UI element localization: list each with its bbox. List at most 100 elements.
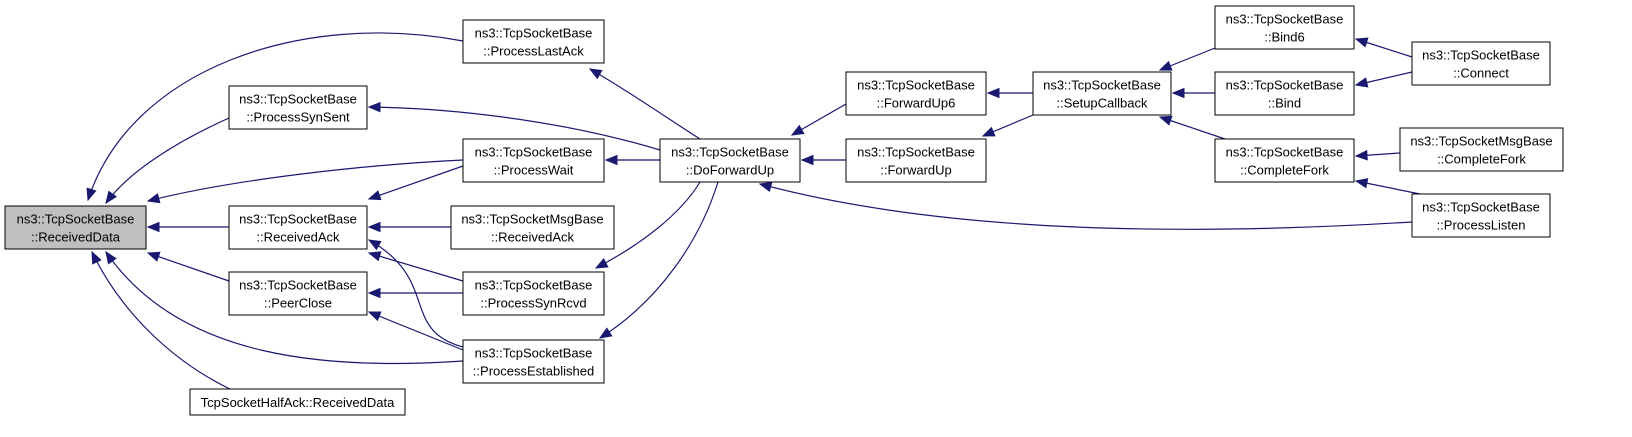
edge-process_listen-to-complete_fork <box>1354 178 1421 195</box>
node-label-line: ::ProcessWait <box>494 163 574 178</box>
node-label-line: ns3::TcpSocketBase <box>1226 145 1344 160</box>
node-box <box>189 388 406 416</box>
node-box <box>462 339 605 384</box>
node-box <box>462 138 605 183</box>
edge-do_forward_up-to-process_wait <box>604 154 660 166</box>
node-forward-up6[interactable]: ns3::TcpSocketBase::ForwardUp6 <box>845 71 987 116</box>
edge-complete_fork-to-setup_callback <box>1158 115 1226 140</box>
edge-process_established-to-received_data <box>105 250 464 365</box>
edge-bind-to-setup_callback <box>1171 87 1215 99</box>
node-label-line: ns3::TcpSocketBase <box>475 145 593 160</box>
node-label-line: ::CompleteFork <box>1240 163 1329 178</box>
node-process-last-ack[interactable]: ns3::TcpSocketBase::ProcessLastAck <box>462 19 605 64</box>
edge-process_syn_sent-to-received_data <box>105 117 230 205</box>
node-box <box>845 138 987 183</box>
node-box <box>1399 127 1564 172</box>
node-bind[interactable]: ns3::TcpSocketBase::Bind <box>1214 71 1355 116</box>
node-process-wait[interactable]: ns3::TcpSocketBase::ProcessWait <box>462 138 605 183</box>
node-label-line: ns3::TcpSocketBase <box>475 346 593 361</box>
edge-connect-to-bind <box>1354 71 1413 88</box>
node-box <box>1214 5 1355 50</box>
edges-layer <box>86 32 1421 390</box>
node-received-data[interactable]: ns3::TcpSocketBase::ReceivedData <box>4 205 147 250</box>
edge-received_ack-to-received_data <box>146 221 229 233</box>
node-label-line: ::ProcessSynSent <box>246 110 350 125</box>
edge-process_established-to-received_ack <box>367 239 464 348</box>
node-box <box>659 138 801 183</box>
node-msg-complete-fork[interactable]: ns3::TcpSocketMsgBase::CompleteFork <box>1399 127 1564 172</box>
node-label-line: ::ProcessEstablished <box>473 364 594 379</box>
node-label-line: ::ProcessSynRcvd <box>480 296 586 311</box>
edge-msg_received_ack-to-received_ack <box>367 221 451 233</box>
node-label-line: ns3::TcpSocketBase <box>239 278 357 293</box>
node-connect[interactable]: ns3::TcpSocketBase::Connect <box>1411 41 1551 86</box>
node-label-line: ::Bind <box>1268 96 1301 111</box>
node-bind6[interactable]: ns3::TcpSocketBase::Bind6 <box>1214 5 1355 50</box>
node-process-syn-rcvd[interactable]: ns3::TcpSocketBase::ProcessSynRcvd <box>462 271 605 316</box>
node-label-line: ::ProcessListen <box>1437 218 1526 233</box>
node-box <box>1214 71 1355 116</box>
node-label-line: ::ReceivedData <box>31 230 121 245</box>
node-label-line: ns3::TcpSocketMsgBase <box>461 212 603 227</box>
edge-connect-to-bind6 <box>1354 37 1413 58</box>
nodes-layer: ns3::TcpSocketBase::ReceivedDatans3::Tcp… <box>4 5 1564 416</box>
node-label-line: ::CompleteFork <box>1437 152 1526 167</box>
node-label-line: ns3::TcpSocketBase <box>475 278 593 293</box>
node-box <box>1411 193 1551 238</box>
node-peer-close[interactable]: ns3::TcpSocketBase::PeerClose <box>228 271 368 316</box>
node-box <box>4 205 147 250</box>
node-label-line: ns3::TcpSocketBase <box>671 145 789 160</box>
node-label-line: ::ForwardUp <box>880 163 952 178</box>
edge-bind6-to-setup_callback <box>1158 47 1216 71</box>
edge-process_syn_rcvd-to-received_ack <box>367 251 464 282</box>
node-box <box>1214 138 1355 183</box>
node-box <box>845 71 987 116</box>
node-label-line: ns3::TcpSocketBase <box>475 26 593 41</box>
node-label-line: ::ReceivedAck <box>491 230 575 245</box>
node-box <box>462 19 605 64</box>
node-do-forward-up[interactable]: ns3::TcpSocketBase::DoForwardUp <box>659 138 801 183</box>
edge-setup_callback-to-forward_up6 <box>986 87 1033 99</box>
node-label-line: ns3::TcpSocketBase <box>857 78 975 93</box>
node-label-line: ns3::TcpSocketMsgBase <box>1410 134 1552 149</box>
node-label-line: ns3::TcpSocketBase <box>239 92 357 107</box>
node-box <box>228 205 368 250</box>
node-process-established[interactable]: ns3::TcpSocketBase::ProcessEstablished <box>462 339 605 384</box>
node-label-line: ns3::TcpSocketBase <box>239 212 357 227</box>
node-label-line: ::DoForwardUp <box>686 163 774 178</box>
node-label-line: ns3::TcpSocketBase <box>1422 48 1540 63</box>
node-box <box>1032 71 1172 116</box>
edge-process_established-to-peer_close <box>367 311 464 351</box>
edge-do_forward_up-to-process_established <box>598 181 719 339</box>
node-complete-fork[interactable]: ns3::TcpSocketBase::CompleteFork <box>1214 138 1355 183</box>
node-label-line: ns3::TcpSocketBase <box>1422 200 1540 215</box>
node-box <box>228 271 368 316</box>
edge-do_forward_up-to-process_last_ack <box>588 68 701 140</box>
node-msg-received-ack[interactable]: ns3::TcpSocketMsgBase::ReceivedAck <box>450 205 615 250</box>
node-label-line: ns3::TcpSocketBase <box>1226 78 1344 93</box>
node-box <box>228 85 368 130</box>
node-setup-callback[interactable]: ns3::TcpSocketBase::SetupCallback <box>1032 71 1172 116</box>
node-received-ack[interactable]: ns3::TcpSocketBase::ReceivedAck <box>228 205 368 250</box>
node-label-line: ns3::TcpSocketBase <box>1043 78 1161 93</box>
edge-do_forward_up-to-process_syn_rcvd <box>594 181 701 269</box>
node-label-line: ::Bind6 <box>1264 30 1304 45</box>
node-box <box>1411 41 1551 86</box>
edge-process_last_ack-to-received_data <box>86 32 464 202</box>
node-label-line: ::PeerClose <box>264 296 332 311</box>
edge-forward_up-to-do_forward_up <box>800 154 846 166</box>
edge-do_forward_up-to-process_syn_sent <box>367 101 661 151</box>
edge-setup_callback-to-forward_up <box>981 114 1034 137</box>
node-label-line: ::Connect <box>1453 66 1509 81</box>
node-process-listen[interactable]: ns3::TcpSocketBase::ProcessListen <box>1411 193 1551 238</box>
edge-forward_up6-to-do_forward_up <box>790 103 847 136</box>
edge-peer_close-to-received_data <box>146 251 230 282</box>
node-half-ack-received-data[interactable]: TcpSocketHalfAck::ReceivedData <box>189 388 406 416</box>
edge-half_ack_received_data-to-received_data <box>91 250 231 390</box>
node-label-line: ::ForwardUp6 <box>877 96 956 111</box>
node-label-line: ns3::TcpSocketBase <box>1226 12 1344 27</box>
node-process-syn-sent[interactable]: ns3::TcpSocketBase::ProcessSynSent <box>228 85 368 130</box>
node-forward-up[interactable]: ns3::TcpSocketBase::ForwardUp <box>845 138 987 183</box>
edge-process_wait-to-received_ack <box>367 165 464 201</box>
